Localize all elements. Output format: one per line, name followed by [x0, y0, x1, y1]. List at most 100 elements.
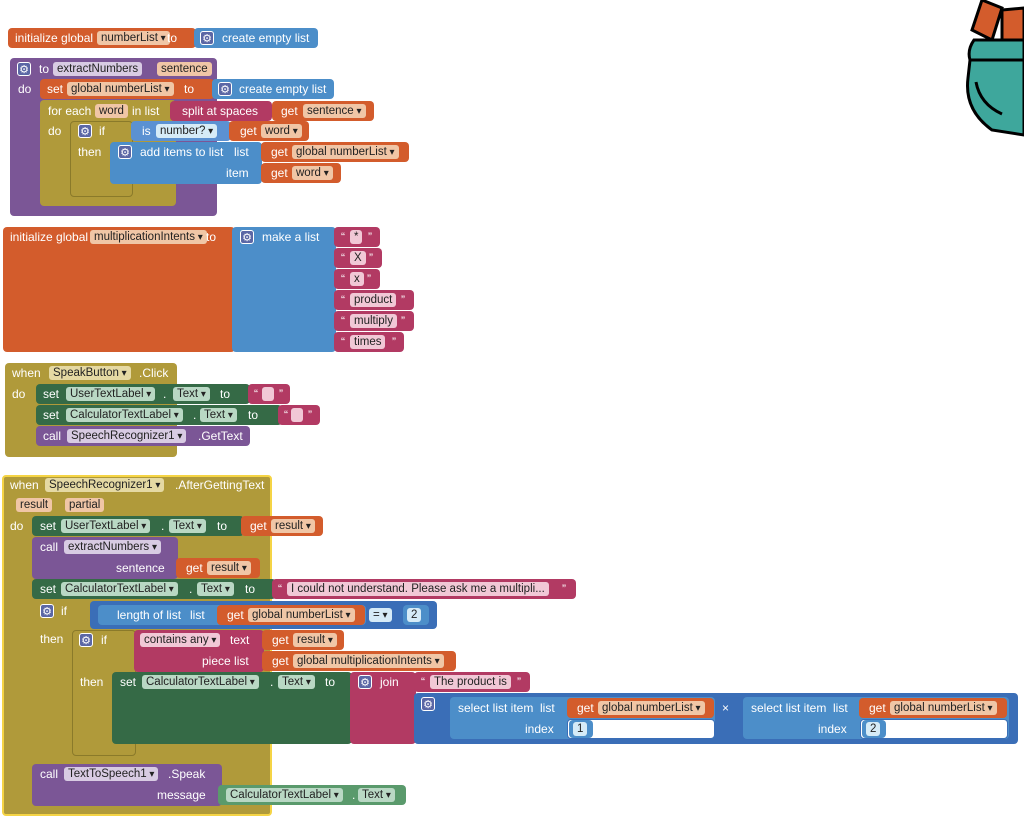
gear-icon[interactable]: ⚙: [200, 31, 214, 45]
component-dropdown[interactable]: SpeechRecognizer1: [45, 478, 165, 492]
get-label: get: [250, 519, 267, 533]
var-dropdown[interactable]: word: [261, 124, 302, 138]
index-value[interactable]: 2: [866, 722, 881, 736]
property-dropdown[interactable]: Text: [197, 582, 234, 596]
param-partial[interactable]: partial: [65, 498, 105, 512]
multiply-operator: ×: [722, 701, 730, 715]
text-value[interactable]: x: [350, 272, 364, 286]
gear-icon[interactable]: ⚙: [118, 145, 132, 159]
var-dropdown[interactable]: result: [293, 633, 337, 647]
procedure-name[interactable]: extractNumbers: [53, 62, 143, 76]
trash-can-icon[interactable]: [962, 0, 1024, 145]
index-value[interactable]: 1: [573, 722, 588, 736]
index-label: index: [818, 722, 847, 736]
var-dropdown[interactable]: global multiplicationIntents: [293, 654, 444, 668]
contains-mode-dropdown[interactable]: contains any: [140, 633, 221, 647]
gear-icon[interactable]: ⚙: [79, 633, 93, 647]
quote-open: “: [284, 408, 288, 422]
var-dropdown[interactable]: sentence: [303, 104, 366, 118]
list-label: list: [190, 608, 205, 622]
component-dropdown[interactable]: CalculatorTextLabel: [142, 675, 259, 689]
text-value[interactable]: multiply: [350, 314, 397, 328]
gear-icon[interactable]: ⚙: [421, 697, 435, 711]
var-name-numberlist[interactable]: numberList: [97, 31, 170, 45]
quote-open: “: [341, 293, 345, 307]
number-value[interactable]: 2: [407, 608, 422, 622]
var-name-multiplicationintents[interactable]: multiplicationIntents: [90, 230, 207, 244]
split-label: split at spaces: [182, 104, 259, 118]
number-op-dropdown[interactable]: number?: [156, 124, 218, 138]
create-empty-list-block[interactable]: [194, 28, 318, 48]
is-label: is: [142, 124, 151, 138]
when-label: when: [10, 478, 39, 492]
number-block[interactable]: [567, 719, 715, 739]
set-label: set: [40, 582, 57, 596]
property-dropdown[interactable]: Text: [200, 408, 237, 422]
text-value[interactable]: X: [350, 251, 366, 265]
text-value[interactable]: *: [350, 230, 363, 244]
var-dropdown[interactable]: word: [292, 166, 333, 180]
make-a-list-block[interactable]: [232, 227, 336, 352]
component-dropdown[interactable]: SpeechRecognizer1: [67, 429, 187, 443]
get-label: get: [271, 166, 288, 180]
component-dropdown[interactable]: CalculatorTextLabel: [66, 408, 183, 422]
property-dropdown[interactable]: Text: [173, 387, 210, 401]
gear-icon[interactable]: ⚙: [40, 604, 54, 618]
list-label: list: [234, 145, 249, 159]
to-label: to: [248, 408, 259, 422]
dot-separator: .: [352, 788, 356, 802]
procedure-dropdown[interactable]: extractNumbers: [64, 540, 161, 554]
set-label: set: [43, 408, 60, 422]
get-label: get: [869, 701, 886, 715]
dot-separator: .: [163, 387, 167, 401]
create-empty-list-block[interactable]: [212, 79, 334, 99]
loop-do-label: do: [48, 124, 62, 138]
property-dropdown[interactable]: Text: [169, 519, 206, 533]
component-dropdown[interactable]: UserTextLabel: [66, 387, 156, 401]
quote-close: ”: [308, 408, 312, 422]
var-dropdown[interactable]: global numberList: [292, 145, 399, 159]
add-items-to-list-block[interactable]: [110, 142, 262, 184]
number-block[interactable]: [860, 719, 1008, 739]
component-dropdown[interactable]: TextToSpeech1: [64, 767, 159, 781]
var-dropdown[interactable]: global numberList: [248, 608, 355, 622]
to-label: to: [325, 675, 336, 689]
component-dropdown[interactable]: CalculatorTextLabel: [226, 788, 343, 802]
method-label: .Speak: [168, 767, 206, 781]
var-dropdown[interactable]: global numberList: [67, 82, 174, 96]
text-value[interactable]: times: [350, 335, 386, 349]
call-label: call: [43, 429, 62, 443]
gear-icon[interactable]: ⚙: [218, 82, 232, 96]
param-result[interactable]: result: [16, 498, 53, 512]
var-dropdown[interactable]: result: [271, 519, 315, 533]
dot-separator: .: [270, 675, 274, 689]
gear-icon[interactable]: ⚙: [240, 230, 254, 244]
property-dropdown[interactable]: Text: [358, 788, 395, 802]
text-value[interactable]: product: [350, 293, 397, 307]
component-dropdown[interactable]: SpeakButton: [49, 366, 131, 380]
param-sentence[interactable]: sentence: [157, 62, 212, 76]
component-dropdown[interactable]: CalculatorTextLabel: [61, 582, 178, 596]
property-dropdown[interactable]: Text: [278, 675, 315, 689]
component-dropdown[interactable]: UserTextLabel: [61, 519, 151, 533]
var-dropdown[interactable]: global numberList: [890, 701, 997, 715]
list-label: list: [833, 701, 848, 715]
quote-close: ”: [562, 582, 566, 596]
var-dropdown[interactable]: result: [207, 561, 251, 575]
select-list-item-label: select list item: [458, 701, 534, 715]
to-label: to: [206, 230, 217, 244]
init-global-multiplicationintents-block[interactable]: [3, 227, 235, 352]
var-dropdown[interactable]: global numberList: [598, 701, 705, 715]
split-at-spaces-block[interactable]: [170, 101, 272, 121]
empty-text-field[interactable]: [291, 408, 303, 422]
for-each-label: for each: [48, 104, 92, 118]
compare-operator-dropdown[interactable]: =: [369, 608, 392, 622]
empty-text-field[interactable]: [262, 387, 274, 401]
gear-icon[interactable]: ⚙: [17, 62, 31, 76]
text-value[interactable]: The product is: [430, 675, 511, 689]
loop-var-word[interactable]: word: [95, 104, 128, 118]
text-value[interactable]: I could not understand. Please ask me a …: [287, 582, 549, 596]
gear-icon[interactable]: ⚙: [78, 124, 92, 138]
gear-icon[interactable]: ⚙: [358, 675, 372, 689]
message-label: message: [157, 788, 206, 802]
